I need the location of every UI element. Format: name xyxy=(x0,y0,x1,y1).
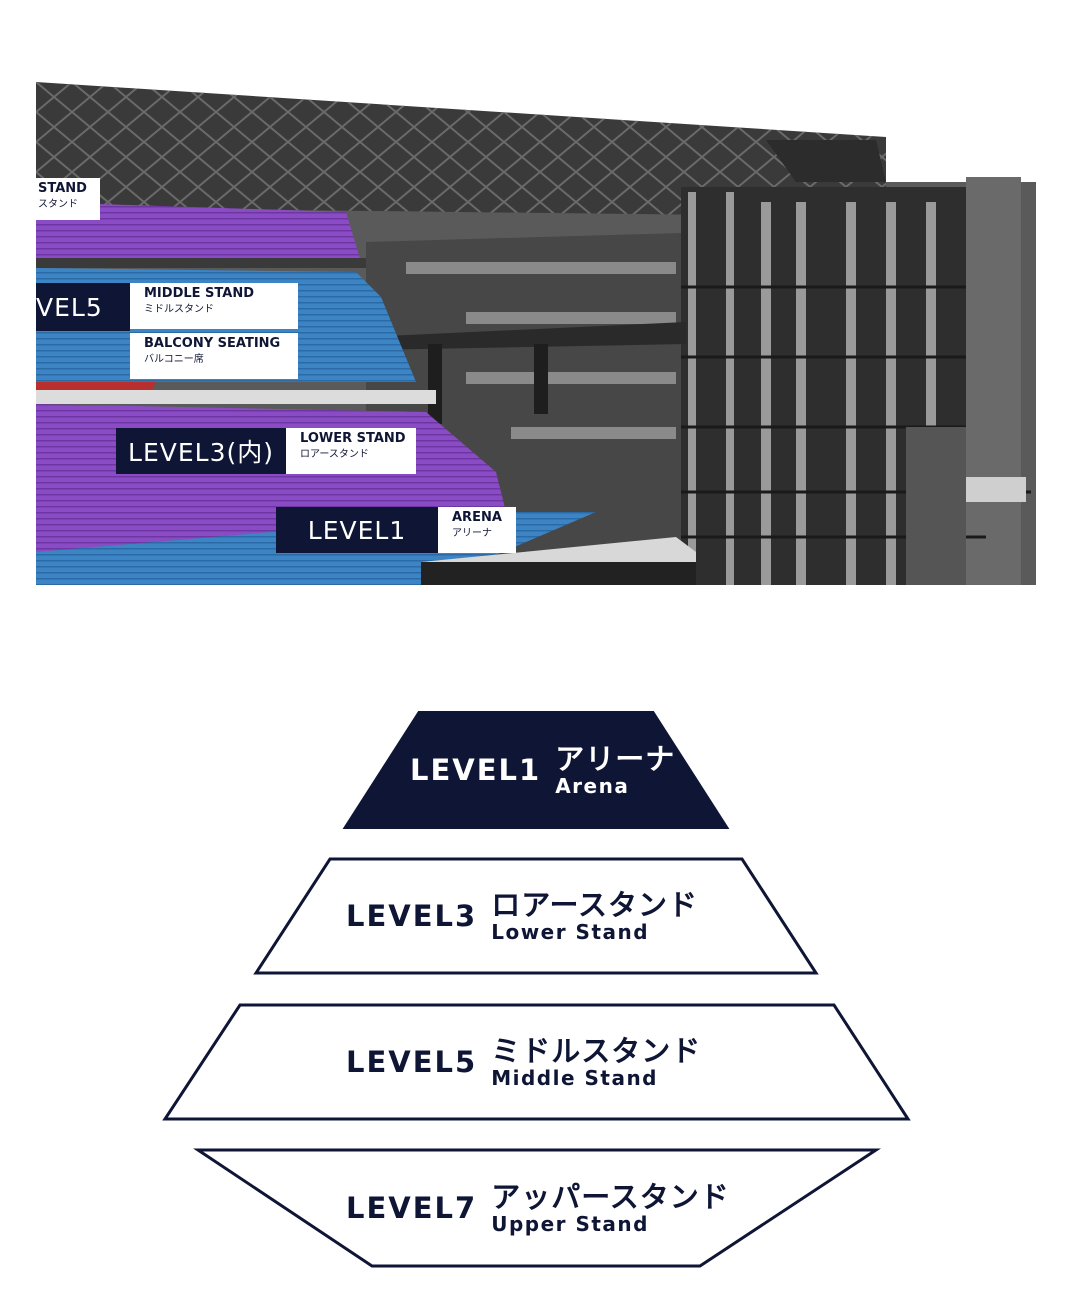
tier-level3: LEVEL3 ロアースタンド Lower Stand xyxy=(0,857,1076,975)
tier-level3-level: LEVEL3 xyxy=(346,899,478,933)
exterior-ledge xyxy=(966,477,1026,502)
lower-stand-label-ja: ロアースタンド xyxy=(300,448,369,460)
tier-level1-level: LEVEL1 xyxy=(410,753,542,787)
upper-stand-label: STAND スタンド xyxy=(36,178,100,220)
tier-level7-en: Upper Stand xyxy=(491,1211,649,1236)
arena-label-en: ARENA xyxy=(452,510,502,525)
balcony-seating-label: BALCONY SEATING バルコニー席 xyxy=(130,333,298,379)
balconies xyxy=(406,262,676,439)
tier-level3-text: LEVEL3 ロアースタンド Lower Stand xyxy=(346,857,698,975)
level3-inner-label: LEVEL3(内) xyxy=(116,428,286,474)
tier-level1-en: Arena xyxy=(555,773,630,798)
upper-stand-label-ja: スタンド xyxy=(38,198,78,210)
building-columns xyxy=(688,192,936,585)
level1-label: LEVEL1 xyxy=(276,507,438,553)
tier-level7-ja: アッパースタンド xyxy=(491,1179,730,1214)
stage-front xyxy=(421,562,696,585)
building-lower-block xyxy=(906,427,966,585)
tier-level3-en: Lower Stand xyxy=(491,919,650,944)
upper-stand-edge xyxy=(36,258,366,268)
tier-level1-shape xyxy=(342,711,730,829)
tier-level5-ja: ミドルスタンド xyxy=(491,1033,702,1068)
venue-cutaway-svg xyxy=(36,82,1036,585)
tier-level5-level: LEVEL5 xyxy=(346,1045,478,1079)
tier-level1-text: LEVEL1 アリーナ Arena xyxy=(410,711,675,829)
balcony-seating-label-ja: バルコニー席 xyxy=(144,353,204,365)
tier-level5: LEVEL5 ミドルスタンド Middle Stand xyxy=(0,1003,1076,1121)
speaker-left xyxy=(428,344,442,424)
venue-cutaway-illustration: STAND スタンド VEL5 MIDDLE STAND ミドルスタンド BAL… xyxy=(36,82,1036,585)
level5-label: VEL5 xyxy=(36,283,130,331)
middle-stand-label: MIDDLE STAND ミドルスタンド xyxy=(130,283,298,329)
tier-level5-shape xyxy=(162,1003,911,1121)
lower-stand-label-en: LOWER STAND xyxy=(300,431,406,446)
concourse-ledge xyxy=(36,390,436,404)
tier-level7: LEVEL7 アッパースタンド Upper Stand xyxy=(0,1148,1076,1268)
arena-label-ja: アリーナ xyxy=(452,527,492,539)
tier-level1-ja: アリーナ xyxy=(555,741,676,776)
tier-level5-en: Middle Stand xyxy=(491,1065,658,1090)
middle-stand-label-ja: ミドルスタンド xyxy=(144,303,214,315)
middle-stand-label-en: MIDDLE STAND xyxy=(144,286,254,301)
tier-level5-text: LEVEL5 ミドルスタンド Middle Stand xyxy=(346,1003,701,1121)
speaker-right xyxy=(534,344,548,414)
upper-stand-seats xyxy=(36,202,361,262)
roof-edge xyxy=(766,140,886,182)
tier-level3-ja: ロアースタンド xyxy=(491,887,699,922)
upper-stand-label-en: STAND xyxy=(38,181,87,196)
tier-level3-shape xyxy=(253,857,819,975)
tier-level1: LEVEL1 アリーナ Arena xyxy=(0,711,1076,829)
lower-stand-label: LOWER STAND ロアースタンド xyxy=(286,428,416,474)
tier-level7-text: LEVEL7 アッパースタンド Upper Stand xyxy=(346,1148,730,1268)
tier-level7-shape xyxy=(193,1148,882,1268)
roof-truss-lattice xyxy=(36,82,886,217)
building-facade xyxy=(966,177,1021,585)
balcony-seating-label-en: BALCONY SEATING xyxy=(144,336,281,351)
lighting-rig xyxy=(366,322,686,350)
tier-level7-level: LEVEL7 xyxy=(346,1191,478,1225)
arena-label: ARENA アリーナ xyxy=(438,507,516,553)
